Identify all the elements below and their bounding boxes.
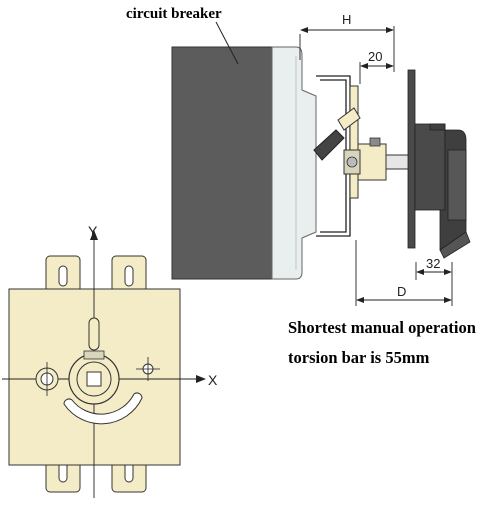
front-view xyxy=(2,230,206,498)
circuit-breaker-side-view xyxy=(171,46,345,280)
note-line-2: torsion bar is 55mm xyxy=(288,348,430,367)
arc-slot xyxy=(63,392,143,425)
y-axis-label: Y xyxy=(88,223,98,239)
operating-mechanism xyxy=(337,85,387,199)
square-shaft-hole xyxy=(86,371,102,387)
door-panel xyxy=(407,69,416,249)
breaker-toggle xyxy=(313,129,345,161)
shaft-coupling xyxy=(357,143,387,181)
dim-d-label: D xyxy=(397,284,406,299)
label-leader-line xyxy=(215,21,239,65)
breaker-body xyxy=(171,46,273,280)
x-axis-label: X xyxy=(208,372,218,388)
mechanism-plate xyxy=(349,85,359,199)
external-handle xyxy=(414,123,471,259)
dim-h-label: H xyxy=(342,12,351,27)
dim-32-label: 32 xyxy=(426,256,440,271)
x-axis-arrow xyxy=(196,375,206,383)
dimension-arrowheads xyxy=(300,27,452,303)
note-line-1: Shortest manual operation xyxy=(288,318,476,337)
circuit-breaker-label: circuit breaker xyxy=(126,6,222,22)
y-axis-arrow xyxy=(90,230,98,240)
dim-20-label: 20 xyxy=(368,49,382,64)
breaker-front-cover xyxy=(271,46,317,280)
